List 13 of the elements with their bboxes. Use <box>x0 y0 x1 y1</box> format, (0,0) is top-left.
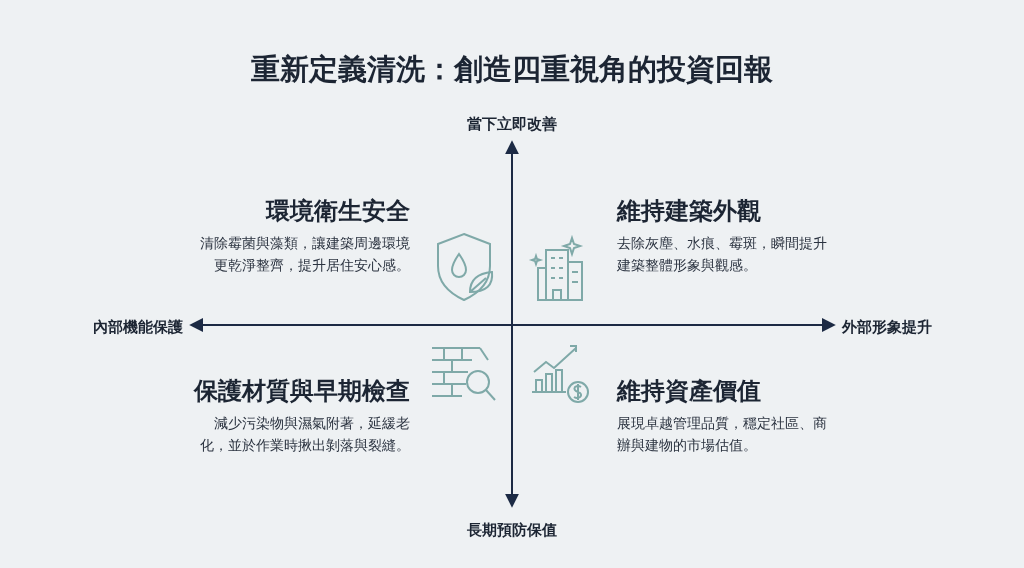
axis-label: 當下立即改善 <box>466 114 558 135</box>
axis-label: 長期預防保值 <box>466 520 558 541</box>
diagram-title: 重新定義清洗：創造四重視角的投資回報 <box>250 51 774 88</box>
quadrant-description: 減少污染物與濕氣附著，延緩老化，並於作業時揪出剝落與裂縫。 <box>199 414 410 456</box>
quadrant-heading: 維持建築外觀 <box>617 196 762 227</box>
quadrant-heading: 保護材質與早期檢查 <box>192 376 410 407</box>
quadrant-description: 清除霉菌與藻類，讓建築周邊環境更乾淨整齊，提升居住安心感。 <box>199 234 410 276</box>
quadrant-description: 去除灰塵、水痕、霉斑，瞬間提升建築整體形象與觀感。 <box>617 234 828 276</box>
axis-label: 外部形象提升 <box>842 317 933 338</box>
axis-label: 內部機能保護 <box>92 317 183 338</box>
quadrant-heading: 維持資產價值 <box>617 376 762 407</box>
quadrant-description: 展現卓越管理品質，穩定社區、商辦與建物的市場估值。 <box>617 414 828 456</box>
quadrant-heading: 環境衛生安全 <box>264 196 410 227</box>
